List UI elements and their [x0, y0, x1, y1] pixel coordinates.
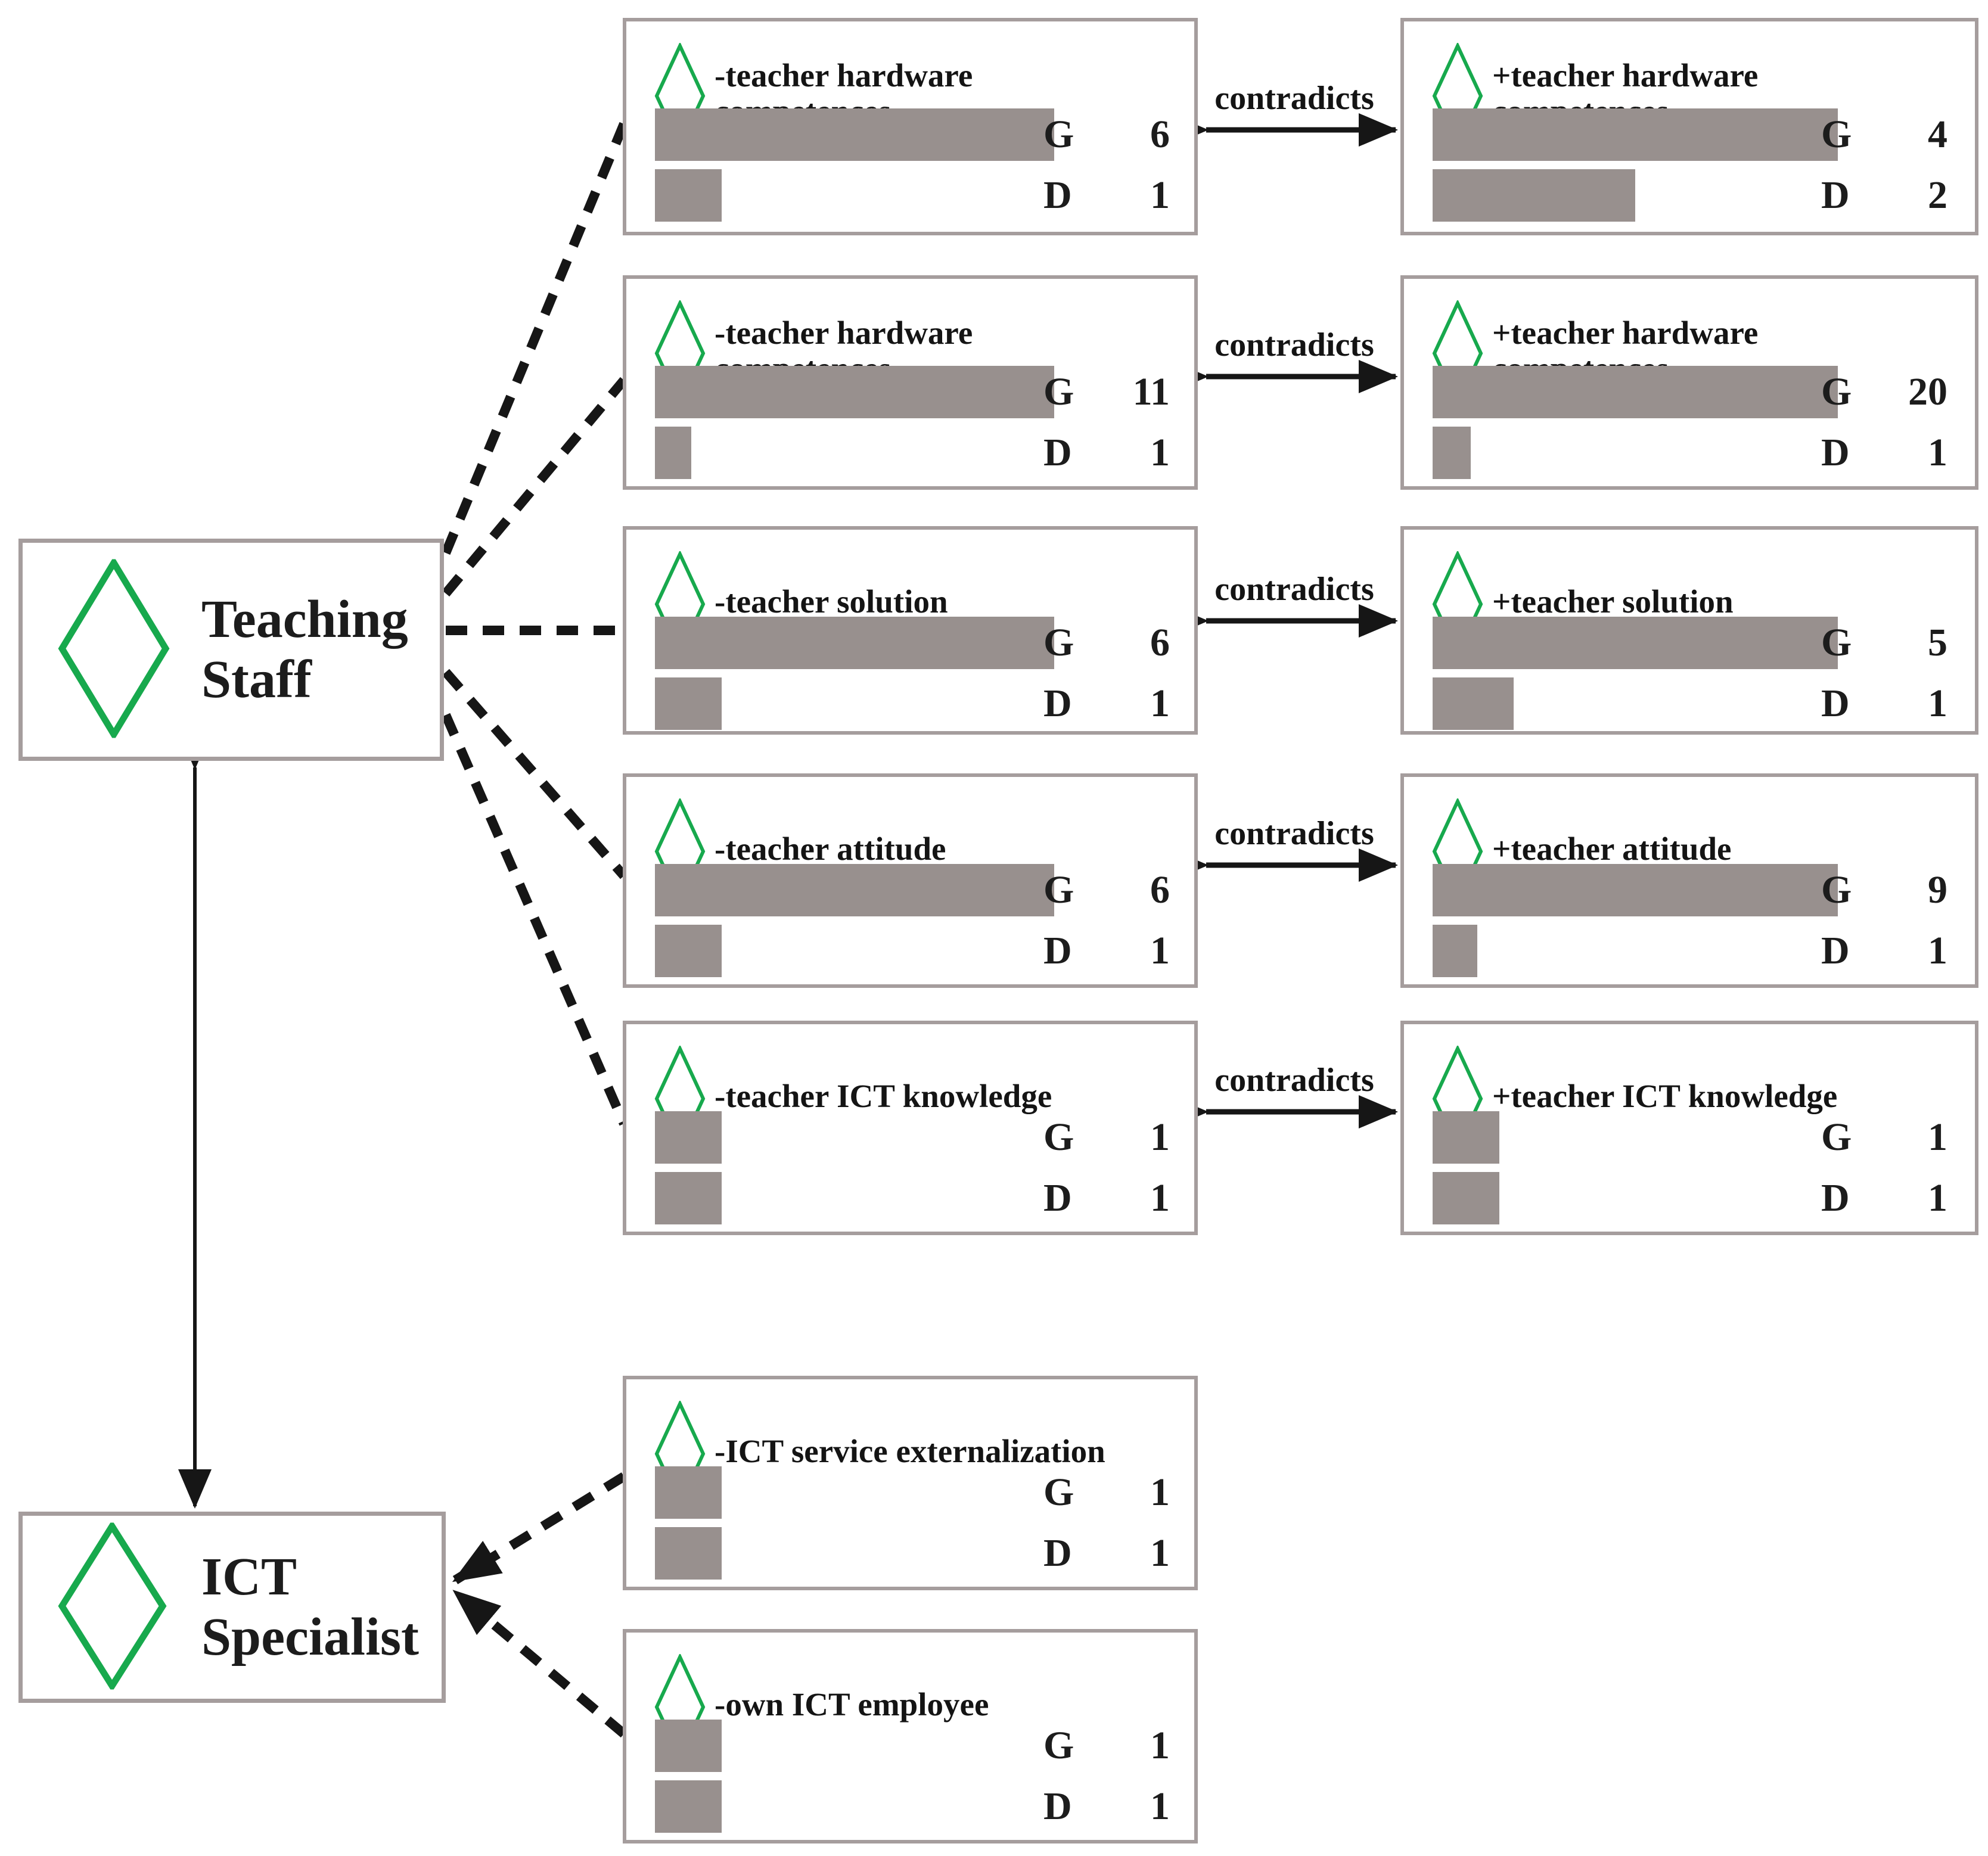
contradicts-label-2: contradicts	[1214, 327, 1374, 363]
d-bar	[1433, 427, 1471, 479]
g-bar	[655, 864, 1054, 916]
g-bar	[1433, 1111, 1499, 1164]
node-ict-specialist: ICT Specialist	[18, 1512, 446, 1703]
concept-title: -teacher solution	[715, 583, 948, 620]
d-bar	[1433, 925, 1477, 977]
edge-ict-service-externalization	[452, 1472, 627, 1584]
d-bar	[1433, 1172, 1499, 1224]
g-bar	[655, 617, 1054, 669]
g-bar	[1433, 108, 1838, 161]
d-bar	[655, 1780, 722, 1833]
contradicts-label-3: contradicts	[1214, 571, 1374, 608]
contradicts-label-5: contradicts	[1214, 1062, 1374, 1099]
contradicts-label-1: contradicts	[1214, 80, 1374, 117]
contradicts-label-4: contradicts	[1214, 815, 1374, 852]
concept-title: -own ICT employee	[715, 1686, 989, 1723]
g-bar	[1433, 366, 1838, 418]
actor-diamond-icon	[57, 1519, 167, 1692]
actor-label: ICT Specialist	[201, 1547, 420, 1667]
concept-title: -teacher ICT knowledge	[715, 1077, 1052, 1114]
concept-box-pos-hardware-1: +teacher hardware competences G4 D2	[1400, 18, 1978, 235]
concept-title: +teacher ICT knowledge	[1492, 1077, 1838, 1114]
concept-box-pos-hardware-2: +teacher hardware competences G20 D1	[1400, 275, 1978, 490]
concept-box-neg-hardware-2: -teacher hardware competences G11 D1	[623, 275, 1198, 490]
g-bar	[655, 1720, 722, 1772]
concept-title: -teacher attitude	[715, 830, 946, 867]
concept-title: +teacher solution	[1492, 583, 1734, 620]
d-bar	[655, 677, 722, 730]
g-bar	[655, 1111, 722, 1164]
edge-teaching-staff-knowledge	[441, 713, 629, 1126]
concept-box-neg-hardware-1: -teacher hardware competences G6 D1	[623, 18, 1198, 235]
g-bar	[655, 1466, 722, 1519]
edge-teaching-staff-hardware1	[441, 122, 629, 555]
node-teaching-staff: Teaching Staff	[18, 539, 444, 761]
d-bar	[655, 1172, 722, 1224]
concept-title: +teacher attitude	[1492, 830, 1732, 867]
edge-teaching-staff-hardware2	[442, 377, 628, 597]
d-bar	[655, 169, 722, 222]
g-bar	[1433, 617, 1838, 669]
edge-teaching-staff-attitude	[442, 669, 628, 879]
actor-label: Teaching Staff	[201, 589, 408, 709]
d-bar	[1433, 169, 1635, 222]
g-bar	[655, 366, 1054, 418]
d-bar	[655, 925, 722, 977]
d-bar	[1433, 677, 1514, 730]
actor-diamond-icon	[57, 556, 170, 741]
d-bar	[655, 427, 691, 479]
edge-own-ict-employee	[452, 1588, 628, 1738]
d-bar	[655, 1527, 722, 1580]
concept-title: -ICT service externalization	[715, 1432, 1105, 1469]
g-bar	[1433, 864, 1838, 916]
g-bar	[655, 108, 1054, 161]
